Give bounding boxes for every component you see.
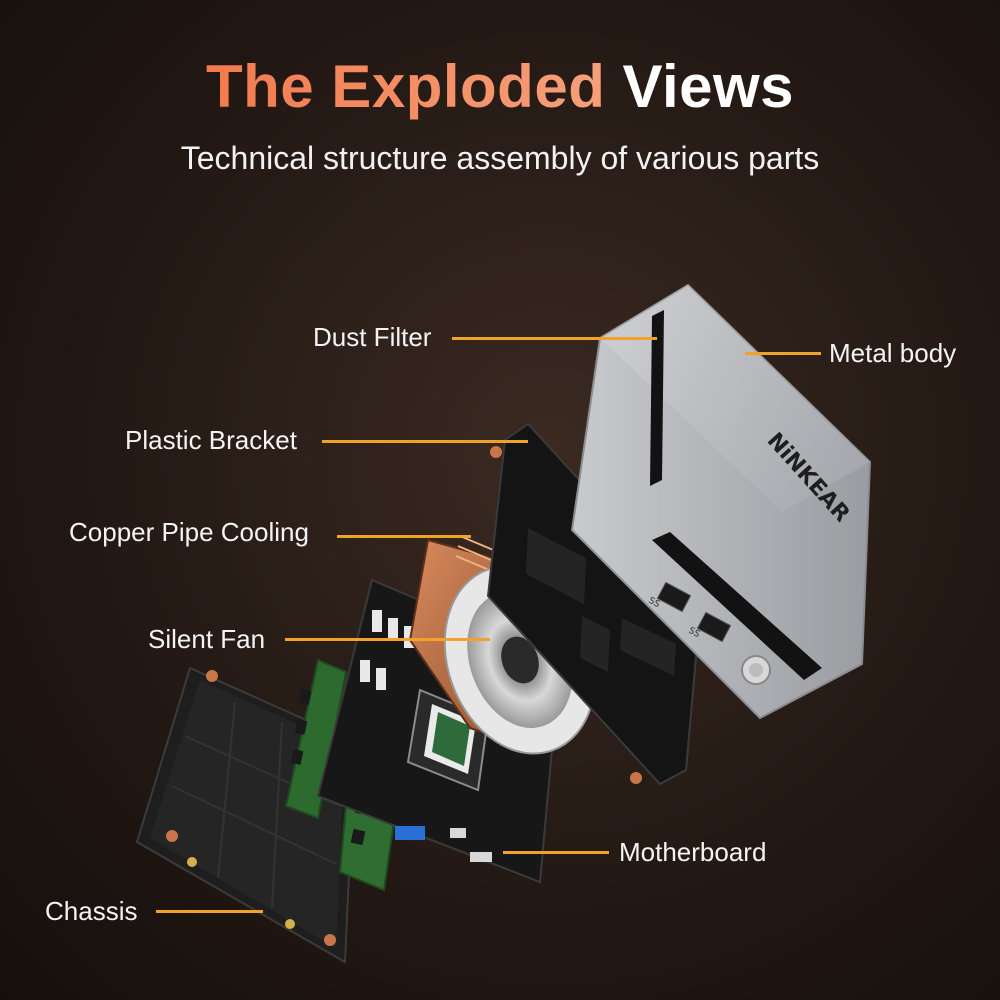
usb-port-label-2: SS [687, 626, 702, 640]
metal-body: SS SS NiNKEAR [570, 283, 872, 720]
page-title: The Exploded Views [0, 52, 1000, 121]
callout-motherboard: Motherboard [619, 837, 767, 867]
leader-line-plastic-bracket [322, 440, 528, 443]
leader-line-metal-body [745, 352, 821, 355]
callout-chassis: Chassis [45, 896, 138, 926]
callout-silent-fan: Silent Fan [148, 624, 266, 654]
leader-line-copper-pipe [337, 535, 471, 538]
title-accent: The Exploded [205, 53, 606, 120]
leader-line-silent-fan [285, 638, 490, 641]
usb-port-label: SS [647, 596, 662, 610]
title-rest: Views [622, 53, 795, 120]
callout-copper-pipe: Copper Pipe Cooling [69, 517, 309, 547]
callout-metal-body: Metal body [829, 338, 957, 368]
leader-line-chassis [156, 910, 263, 913]
callout-dust-filter: Dust Filter [313, 322, 432, 352]
page-subtitle: Technical structure assembly of various … [180, 140, 820, 176]
leader-line-motherboard [503, 851, 609, 854]
callout-plastic-bracket: Plastic Bracket [125, 425, 297, 455]
plastic-bracket [486, 422, 702, 786]
leader-line-dust-filter [452, 337, 657, 340]
